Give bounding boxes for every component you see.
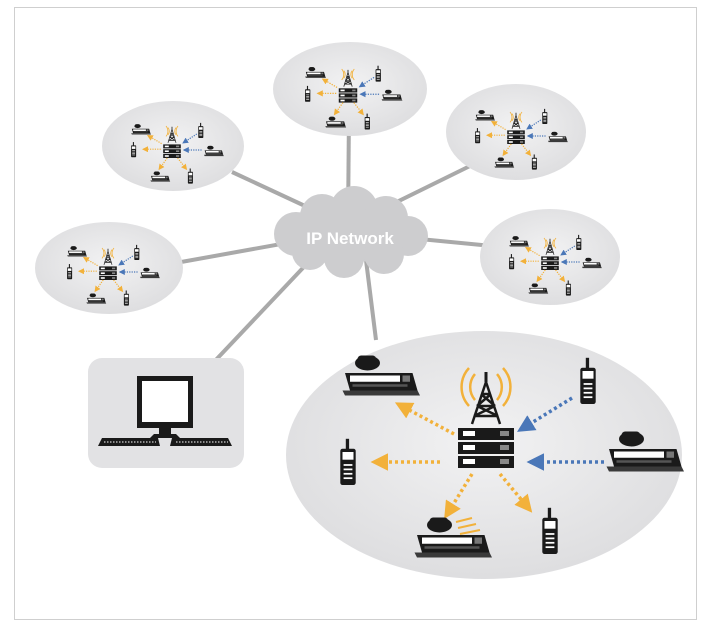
cell-left <box>35 222 183 314</box>
cloud-label: IP Network <box>306 229 394 248</box>
cell-large <box>286 331 684 579</box>
repeater-tower-icon <box>460 367 512 425</box>
computer-monitor-icon <box>137 376 193 438</box>
cell-upper-right <box>446 84 586 180</box>
incoming-arrows <box>517 396 604 471</box>
computer-terminal <box>88 358 244 468</box>
cell-right <box>480 209 620 305</box>
repeater-rack-icon <box>458 428 514 468</box>
outgoing-arrows <box>370 402 533 519</box>
cell-top <box>273 42 427 136</box>
link-large-cell <box>364 259 378 341</box>
keyboard-icon <box>98 438 232 446</box>
link-computer <box>210 250 320 366</box>
cell-upper-left <box>102 101 244 191</box>
ip-network-cloud: IP Network <box>274 186 428 278</box>
